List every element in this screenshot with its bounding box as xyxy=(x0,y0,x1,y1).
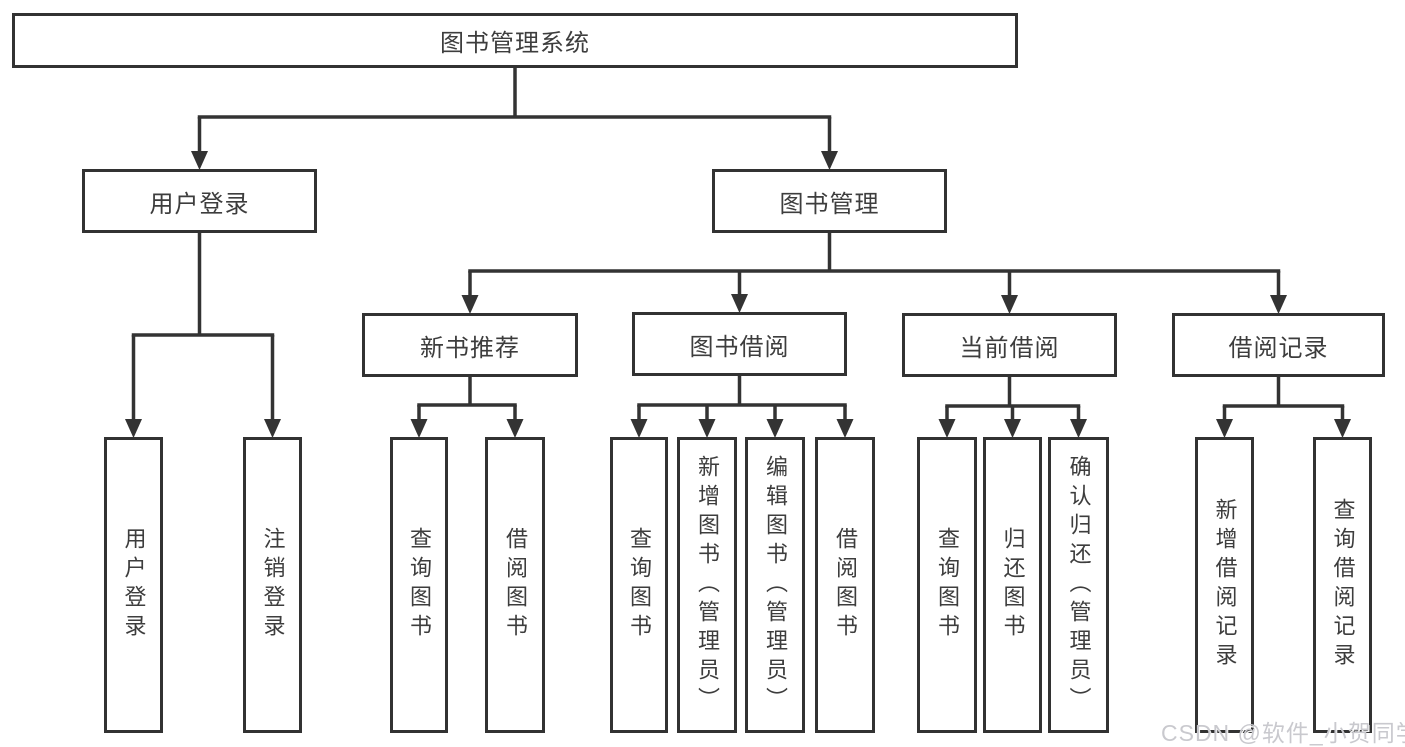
node-label: 新书推荐 xyxy=(420,334,520,362)
arrowhead-icon xyxy=(766,419,784,438)
node-label: 当前借阅 xyxy=(959,334,1060,362)
leaf-borrow-books-borrowing: 借阅图书 xyxy=(815,437,875,733)
node-label: 归还图书 xyxy=(1000,527,1026,643)
arrowhead-icon xyxy=(1001,295,1018,314)
node-label: 新增借阅记录 xyxy=(1212,498,1238,672)
node-book-management: 图书管理 xyxy=(712,169,947,233)
node-label: 图书管理 xyxy=(779,190,880,218)
arrowhead-icon xyxy=(506,419,524,438)
leaf-query-borrow-record: 查询借阅记录 xyxy=(1313,437,1372,733)
node-label: 新增图书（管理员） xyxy=(695,454,720,716)
node-current-borrowing: 当前借阅 xyxy=(902,313,1117,377)
arrowhead-icon xyxy=(1334,419,1351,438)
arrowhead-icon xyxy=(1070,419,1087,438)
arrowhead-icon xyxy=(1216,419,1233,438)
leaf-confirm-return-admin: 确认归还（管理员） xyxy=(1048,437,1109,733)
arrowhead-icon xyxy=(264,419,281,438)
leaf-query-books-borrowing: 查询图书 xyxy=(610,437,668,733)
arrowhead-icon xyxy=(125,419,142,438)
node-label: 注销登录 xyxy=(260,527,286,643)
arrowhead-icon xyxy=(698,419,716,438)
arrowhead-icon xyxy=(1004,419,1021,438)
node-label: 查询图书 xyxy=(935,527,960,643)
leaf-logout: 注销登录 xyxy=(243,437,302,733)
arrowhead-icon xyxy=(1270,295,1287,314)
node-label: 确认归还（管理员） xyxy=(1066,454,1092,716)
leaf-user-login: 用户登录 xyxy=(104,437,163,733)
leaf-add-borrow-record: 新增借阅记录 xyxy=(1195,437,1254,733)
node-label: 查询借阅记录 xyxy=(1330,498,1356,672)
arrowhead-icon xyxy=(630,419,648,438)
arrowhead-icon xyxy=(461,295,479,314)
node-label: 用户登录 xyxy=(121,527,147,643)
node-label: 查询图书 xyxy=(407,527,432,643)
arrowhead-icon xyxy=(191,151,208,170)
node-label: 图书管理系统 xyxy=(440,30,590,57)
node-label: 借阅图书 xyxy=(503,527,528,643)
node-book-borrowing: 图书借阅 xyxy=(632,312,847,376)
node-label: 借阅记录 xyxy=(1228,334,1329,362)
node-label: 借阅图书 xyxy=(833,527,858,643)
node-user-login: 用户登录 xyxy=(82,169,317,233)
arrowhead-icon xyxy=(410,419,428,438)
node-label: 图书借阅 xyxy=(689,333,790,361)
node-label: 用户登录 xyxy=(149,190,250,218)
arrowhead-icon xyxy=(731,294,748,313)
node-label: 编辑图书（管理员） xyxy=(763,454,788,716)
node-label: 查询图书 xyxy=(627,527,652,643)
leaf-add-book-admin: 新增图书（管理员） xyxy=(677,437,737,733)
csdn-watermark: CSDN @软件_小贺同学 xyxy=(1161,720,1405,746)
leaf-query-books-current: 查询图书 xyxy=(917,437,977,733)
leaf-return-book: 归还图书 xyxy=(983,437,1042,733)
leaf-edit-book-admin: 编辑图书（管理员） xyxy=(745,437,805,733)
leaf-query-books-recommend: 查询图书 xyxy=(390,437,448,733)
arrowhead-icon xyxy=(836,419,854,438)
leaf-borrow-books-recommend: 借阅图书 xyxy=(485,437,545,733)
arrowhead-icon xyxy=(821,151,838,170)
arrowhead-icon xyxy=(938,419,956,438)
node-new-book-recommendation: 新书推荐 xyxy=(362,313,578,377)
node-library-management-system: 图书管理系统 xyxy=(12,13,1018,68)
node-borrowing-records: 借阅记录 xyxy=(1172,313,1385,377)
